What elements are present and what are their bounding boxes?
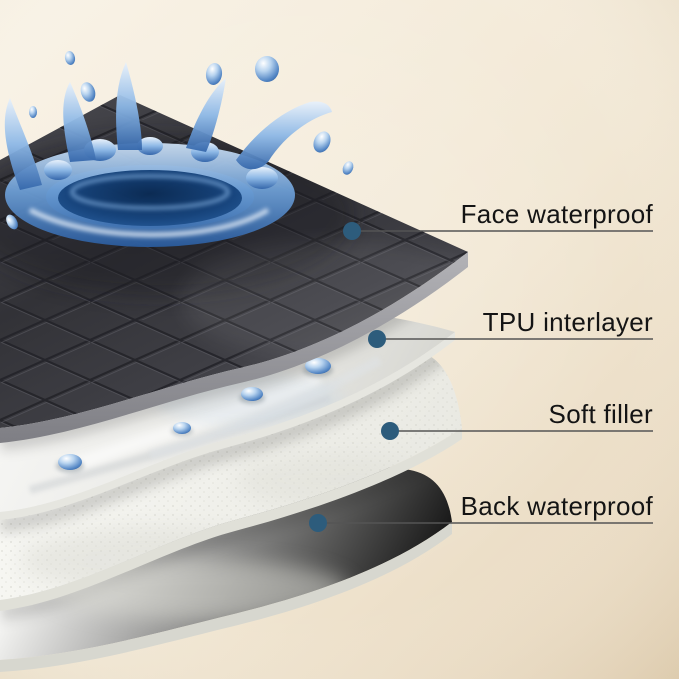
callout-dot: [368, 330, 386, 348]
flying-droplets: [6, 51, 354, 230]
callout-label-soft-filler: Soft filler: [549, 399, 653, 429]
callout-soft-filler: Soft filler: [381, 399, 653, 440]
layer-back-waterproof: [0, 462, 452, 672]
water-splash: [4, 51, 354, 247]
callout-dot: [381, 422, 399, 440]
callout-label-tpu-interlayer: TPU interlayer: [483, 307, 653, 337]
callout-label-face-waterproof: Face waterproof: [461, 199, 654, 229]
callout-dot: [309, 514, 327, 532]
callout-tpu-interlayer: TPU interlayer: [368, 307, 653, 348]
callouts: Face waterproof TPU interlayer Soft fill…: [309, 199, 653, 532]
callout-dot: [343, 222, 361, 240]
callout-back-waterproof: Back waterproof: [309, 491, 653, 532]
callout-face-waterproof: Face waterproof: [343, 199, 653, 240]
layer-filler-edge: [0, 428, 462, 611]
tpu-water-droplets: [56, 358, 333, 473]
layer-face-edge: [0, 252, 468, 443]
layer-back-edge: [0, 522, 452, 672]
splash-ring: [5, 143, 295, 247]
callout-label-back-waterproof: Back waterproof: [461, 491, 654, 521]
